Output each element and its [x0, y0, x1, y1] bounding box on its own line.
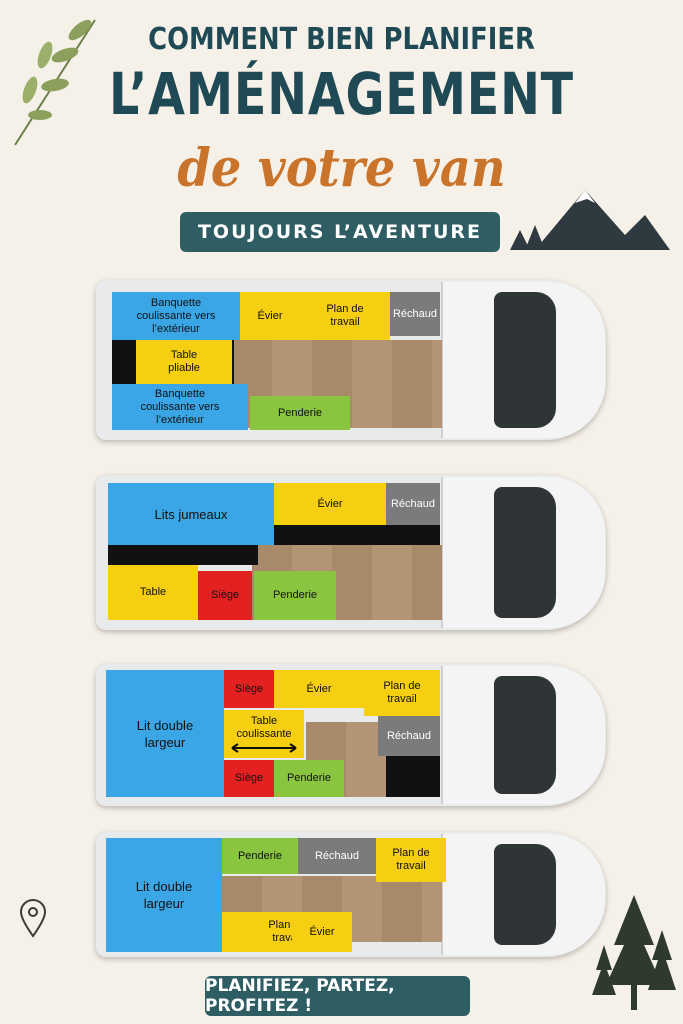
zone-evier: Évier: [274, 670, 364, 708]
zone-table: Table pliable: [136, 340, 232, 384]
zone-penderie: Penderie: [254, 571, 336, 620]
zone-plan-de-travail: Plan de travail: [300, 292, 390, 340]
zone-table: Table: [108, 565, 198, 620]
footer-ribbon: PLANIFIEZ, PARTEZ, PROFITEZ !: [205, 976, 470, 1016]
zone-plan-de-travail: Plan de travail: [376, 838, 446, 882]
zone-plan-de-travail: Plan de travail: [364, 670, 440, 716]
zone-lits-jumeaux: Lits jumeaux: [108, 483, 274, 545]
location-pin-icon: [19, 899, 47, 938]
zone-rechaud: Réchaud: [298, 838, 376, 874]
van-layout-4: Lit double largeur Penderie Réchaud Plan…: [96, 832, 606, 957]
van-layout-1: Banquette coulissante vers l’extérieur É…: [96, 280, 606, 440]
zone-lit-double: Lit double largeur: [106, 838, 222, 952]
header-ribbon: TOUJOURS L’AVENTURE: [180, 212, 500, 252]
zone-rechaud: Réchaud: [378, 716, 440, 756]
zone-banquette: Banquette coulissante vers l’extérieur: [112, 292, 240, 340]
zone-banquette: Banquette coulissante vers l’extérieur: [112, 384, 248, 430]
title-line-1: COMMENT BIEN PLANIFIER: [148, 22, 535, 57]
zone-evier: Évier: [240, 292, 300, 340]
title-line-3: de votre van: [177, 138, 506, 199]
zone-rechaud: Réchaud: [386, 483, 440, 525]
zone-table-coulissante: Table coulissante: [224, 710, 304, 758]
zone-lit-double: Lit double largeur: [106, 670, 224, 797]
zone-penderie: Penderie: [274, 760, 344, 797]
zone-siege: Siège: [224, 670, 274, 708]
zone-siege: Siège: [198, 571, 252, 620]
van-layout-3: Lit double largeur Siège Évier Plan de t…: [96, 664, 606, 806]
zone-penderie: Penderie: [222, 838, 298, 874]
double-arrow-icon: [231, 743, 297, 753]
title-line-2: L’AMÉNAGEMENT: [109, 60, 574, 128]
leaf-branch-icon: [14, 19, 96, 146]
mountain-icon: [510, 190, 670, 250]
zone-evier: Évier: [274, 483, 386, 525]
pine-tree-icon: [592, 895, 676, 1010]
zone-siege: Siège: [224, 760, 274, 797]
zone-evier: Évier: [292, 912, 352, 952]
van-layout-2: Lits jumeaux Évier Réchaud Table Siège P…: [96, 475, 606, 630]
zone-rechaud: Réchaud: [390, 292, 440, 336]
zone-penderie: Penderie: [250, 396, 350, 430]
